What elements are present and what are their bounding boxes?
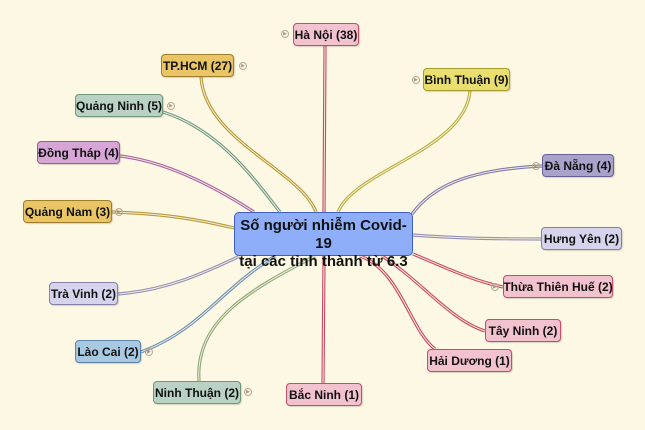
link-highlight-quang-ninh [162, 111, 281, 213]
link-dong-thap [119, 154, 255, 214]
node-label: Lào Cai (2) [77, 344, 139, 359]
node-label: Tây Ninh (2) [488, 323, 558, 338]
link-highlight-binh-thuan [337, 90, 471, 213]
node-label: Thừa Thiên Huế (2) [503, 279, 613, 294]
expand-arrow-icon[interactable]: ▶ [412, 76, 420, 84]
expand-arrow-icon[interactable]: ▶ [115, 208, 123, 216]
link-quang-ninh [162, 110, 282, 213]
link-binh-thuan [336, 90, 472, 213]
link-highlight-tphcm [200, 76, 317, 213]
node-tra-vinh[interactable]: Trà Vinh (2) [49, 282, 118, 305]
link-highlight-bac-ninh [322, 255, 325, 384]
node-tay-ninh[interactable]: Tây Ninh (2) [485, 319, 561, 342]
node-ha-noi[interactable]: Hà Nội (38) [293, 23, 359, 46]
link-thua-thien-hue [412, 252, 504, 289]
link-highlight-lao-cai [140, 255, 276, 353]
link-da-nang [410, 164, 543, 215]
link-highlight-da-nang [411, 165, 543, 215]
link-highlight-ha-noi [323, 45, 326, 213]
node-label: Hà Nội (38) [294, 27, 358, 42]
link-highlight-dong-thap [119, 155, 255, 213]
link-quang-nam [111, 210, 235, 230]
link-tra-vinh [117, 254, 241, 296]
node-hung-yen[interactable]: Hưng Yên (2) [541, 227, 622, 250]
node-label: Bắc Ninh (1) [288, 387, 359, 402]
link-highlight-ninh-thuan [198, 255, 316, 382]
node-bac-ninh[interactable]: Bắc Ninh (1) [286, 383, 362, 406]
node-label: TP.HCM (27) [162, 58, 233, 73]
expand-arrow-icon[interactable]: ▶ [145, 348, 153, 356]
node-label: Đà Nẵng (4) [544, 158, 612, 173]
node-lao-cai[interactable]: Lào Cai (2) [75, 340, 141, 363]
expand-arrow-icon[interactable]: ▶ [167, 102, 175, 110]
node-tphcm[interactable]: TP.HCM (27) [161, 54, 234, 77]
node-hai-duong[interactable]: Hải Dương (1) [427, 349, 512, 372]
link-highlight-hai-duong [359, 255, 436, 350]
expand-arrow-icon[interactable]: ▶ [532, 162, 540, 170]
node-da-nang[interactable]: Đà Nẵng (4) [542, 154, 614, 177]
central-topic-line1: Số người nhiễm Covid-19 [240, 217, 407, 252]
node-label: Quảng Ninh (5) [76, 98, 162, 113]
expand-arrow-icon[interactable]: ▶ [239, 62, 247, 70]
link-ninh-thuan [197, 254, 316, 382]
node-binh-thuan[interactable]: Bình Thuận (9) [423, 68, 510, 91]
link-highlight-tay-ninh [381, 255, 486, 332]
link-highlight-hung-yen [412, 234, 542, 240]
expand-arrow-icon[interactable]: ▶ [281, 30, 289, 38]
node-thua-thien-hue[interactable]: Thừa Thiên Huế (2) [503, 275, 613, 298]
link-highlight-quang-nam [111, 211, 235, 229]
node-label: Bình Thuận (9) [424, 72, 509, 87]
node-label: Hưng Yên (2) [543, 231, 620, 246]
expand-arrow-icon[interactable]: ▶ [491, 283, 499, 291]
node-dong-thap[interactable]: Đồng Tháp (4) [37, 141, 120, 164]
node-label: Quảng Nam (3) [24, 204, 111, 219]
node-quang-ninh[interactable]: Quảng Ninh (5) [75, 94, 163, 117]
expand-arrow-icon[interactable]: ▶ [244, 388, 252, 396]
node-label: Hải Dương (1) [429, 353, 510, 368]
node-label: Đồng Tháp (4) [38, 145, 119, 160]
node-label: Ninh Thuận (2) [155, 385, 239, 400]
link-highlight-tra-vinh [117, 255, 241, 295]
central-topic[interactable]: Số người nhiễm Covid-19 tại các tỉnh thà… [234, 212, 413, 270]
node-label: Trà Vinh (2) [50, 286, 117, 301]
central-topic-line2: tại các tỉnh thành từ 6.3 [239, 253, 408, 270]
node-ninh-thuan[interactable]: Ninh Thuận (2) [153, 381, 241, 404]
node-quang-nam[interactable]: Quảng Nam (3) [23, 200, 112, 223]
